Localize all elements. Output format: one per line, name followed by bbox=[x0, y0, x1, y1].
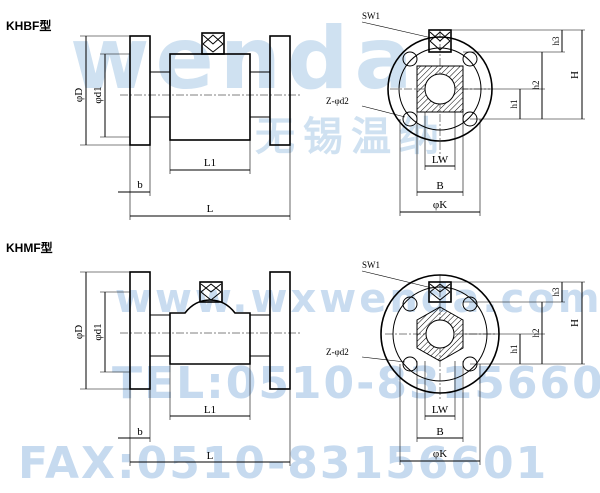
watermark-fax: FAX:0510-83156601 bbox=[18, 438, 548, 489]
dim-lw-bottom: LW bbox=[432, 404, 449, 416]
dim-h-top: H bbox=[569, 71, 581, 79]
watermark-logo: wenda bbox=[70, 9, 419, 109]
watermark-chinese: 无锡温纳 bbox=[255, 114, 447, 160]
dim-h2-top: h2 bbox=[531, 81, 541, 90]
dim-phi-d1-top: φd1 bbox=[92, 86, 104, 103]
dim-h2-bottom: h2 bbox=[531, 329, 541, 338]
model-label-khmf: KHMF型 bbox=[6, 240, 53, 255]
watermark-layer: wenda 无锡温纳 www.wxwenda.com TEL:0510-8315… bbox=[18, 9, 600, 489]
watermark-url: www.wxwenda.com bbox=[115, 276, 600, 322]
dim-h3-top: h3 bbox=[551, 36, 561, 46]
dim-l-bottom: L bbox=[207, 450, 214, 462]
dim-b-end-top: B bbox=[436, 180, 443, 192]
dim-b-bottom: b bbox=[137, 426, 143, 438]
dim-h3-bottom: h3 bbox=[551, 287, 561, 297]
dim-l-top: L bbox=[207, 203, 214, 215]
khmf-end-view: SW1 Z-φd2 LW B φK h3 h2 h1 H bbox=[326, 260, 585, 465]
dim-sw1-top: SW1 bbox=[362, 11, 380, 21]
dim-l1-bottom: L1 bbox=[204, 404, 216, 416]
dim-b-top: b bbox=[137, 179, 143, 191]
khbf-end-view: SW1 Z-φd2 LW B φK h3 h2 h1 H bbox=[326, 11, 585, 216]
model-label-khbf: KHBF型 bbox=[6, 18, 51, 33]
dim-b-end-bottom: B bbox=[436, 426, 443, 438]
dim-z-phi-d2-bottom: Z-φd2 bbox=[326, 347, 349, 357]
dim-h1-bottom: h1 bbox=[509, 345, 519, 354]
dim-lw-top: LW bbox=[432, 154, 449, 166]
dim-h1-top: h1 bbox=[509, 100, 519, 109]
dim-l1-top: L1 bbox=[204, 157, 216, 169]
watermark-tel: TEL:0510-83156603 bbox=[112, 358, 600, 409]
dim-z-phi-d2-top: Z-φd2 bbox=[326, 96, 349, 106]
dim-sw1-bottom: SW1 bbox=[362, 260, 380, 270]
dim-phi-k-bottom: φK bbox=[433, 448, 447, 460]
dim-phi-d-bottom: φD bbox=[73, 325, 85, 339]
dim-phi-d1-bottom: φd1 bbox=[92, 323, 104, 340]
dim-phi-d-top: φD bbox=[73, 88, 85, 102]
dim-h-bottom: H bbox=[569, 319, 581, 327]
khbf-side-view: φD φd1 L1 b L bbox=[73, 32, 300, 220]
dim-phi-k-top: φK bbox=[433, 199, 447, 211]
khmf-side-view: φD φd1 L1 b L bbox=[73, 271, 300, 466]
